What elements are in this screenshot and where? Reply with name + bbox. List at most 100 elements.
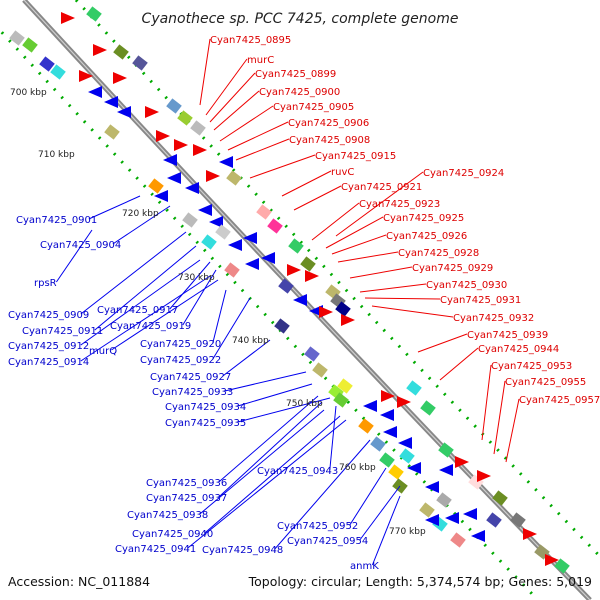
forward-label-leader — [505, 398, 520, 463]
gene-box — [166, 98, 182, 114]
reverse-label-leader — [55, 229, 93, 283]
forward-gene-arrow — [455, 456, 469, 468]
forward-gene-label: Cyan7425_0932 — [453, 313, 534, 324]
reverse-gene-arrow — [363, 400, 377, 412]
gene-box — [468, 474, 484, 490]
reverse-gene-label: Cyan7425_0904 — [40, 240, 121, 251]
forward-label-leader — [293, 185, 342, 211]
reverse-gene-arrow — [88, 86, 102, 98]
reverse-label-leader — [237, 397, 331, 423]
forward-label-leader — [281, 170, 332, 197]
reverse-gene-label: Cyan7425_0920 — [140, 339, 221, 350]
reverse-label-leader — [204, 415, 341, 534]
forward-gene-arrow — [341, 314, 355, 326]
gene-box — [215, 224, 231, 240]
reverse-gene-arrow — [380, 409, 394, 421]
forward-gene-arrow — [477, 470, 491, 482]
gene-box — [436, 492, 452, 508]
reverse-label-leader — [329, 405, 337, 471]
forward-gene-label: Cyan7425_0928 — [398, 248, 479, 259]
reverse-gene-arrow — [209, 216, 223, 228]
reverse-label-leader — [349, 467, 387, 526]
gene-box — [9, 30, 25, 46]
forward-gene-label: Cyan7425_0953 — [491, 361, 572, 372]
forward-gene-label: Cyan7425_0939 — [467, 330, 548, 341]
reverse-gene-label: Cyan7425_0934 — [165, 402, 246, 413]
reverse-gene-arrow — [228, 239, 242, 251]
gene-box — [358, 418, 374, 434]
reverse-gene-arrow — [243, 232, 257, 244]
forward-gene-labels: Cyan7425_0895murCCyan7425_0899Cyan7425_0… — [210, 35, 600, 406]
forward-gene-label: Cyan7425_0908 — [289, 135, 370, 146]
forward-label-leader — [205, 58, 248, 116]
kbp-tick-label: 770 kbp — [389, 527, 426, 537]
reverse-gene-label: murQ — [89, 346, 117, 357]
reverse-gene-label: Cyan7425_0935 — [165, 418, 246, 429]
reverse-label-leader — [199, 409, 325, 515]
forward-gene-label: Cyan7425_0929 — [412, 263, 493, 274]
reverse-label-leader — [80, 231, 187, 315]
forward-gene-label: Cyan7425_0899 — [255, 69, 336, 80]
forward-gene-label: Cyan7425_0925 — [383, 213, 464, 224]
forward-gene-arrow — [381, 390, 395, 402]
forward-gene-label: Cyan7425_0905 — [273, 102, 354, 113]
gene-box — [113, 44, 129, 60]
reverse-gene-label: Cyan7425_0919 — [110, 321, 191, 332]
forward-gene-label: Cyan7425_0921 — [341, 182, 422, 193]
reverse-gene-arrow — [261, 252, 275, 264]
reverse-label-leader — [94, 245, 197, 331]
forward-gene-label: Cyan7425_0915 — [315, 151, 396, 162]
forward-label-leader — [325, 216, 384, 249]
forward-label-leader — [364, 297, 441, 300]
forward-gene-arrow — [193, 144, 207, 156]
forward-gene-arrow — [174, 139, 188, 151]
forward-gene-arrow — [206, 170, 220, 182]
reverse-label-leader — [237, 383, 313, 407]
gene-box — [201, 234, 217, 250]
forward-gene-arrow — [113, 72, 127, 84]
forward-gene-arrow — [93, 44, 107, 56]
reverse-label-leader — [182, 269, 217, 326]
gene-box — [226, 170, 242, 186]
forward-gene-label: ruvC — [331, 167, 354, 178]
gene-box — [337, 378, 353, 394]
reverse-gene-label: Cyan7425_0917 — [97, 305, 178, 316]
reverse-gene-arrow — [219, 156, 233, 168]
map-title: Cyanothece sp. PCC 7425, complete genome — [142, 11, 459, 27]
reverse-label-leader — [224, 371, 307, 392]
genome-stats-text: Topology: circular; Length: 5,374,574 bp… — [248, 574, 592, 589]
kbp-tick-label: 720 kbp — [122, 209, 159, 219]
reverse-gene-arrow — [167, 172, 181, 184]
forward-label-leader — [359, 283, 427, 293]
gene-box — [224, 262, 240, 278]
reverse-gene-label: Cyan7425_0914 — [8, 357, 89, 368]
gene-box — [379, 452, 395, 468]
forward-gene-arrow — [319, 306, 333, 318]
kbp-tick-label: 760 kbp — [339, 463, 376, 473]
reverse-gene-arrow — [425, 481, 439, 493]
forward-label-leader — [481, 364, 492, 441]
forward-label-leader — [227, 121, 289, 151]
forward-label-leader — [331, 234, 387, 255]
reverse-gene-label: Cyan7425_0940 — [132, 529, 213, 540]
forward-label-leader — [371, 305, 454, 318]
reverse-gene-label: Cyan7425_0927 — [150, 372, 231, 383]
reverse-gene-arrow — [398, 437, 412, 449]
gene-box — [22, 37, 38, 53]
reverse-gene-label: Cyan7425_0941 — [115, 544, 196, 555]
gene-box — [335, 301, 351, 317]
gene-box — [267, 218, 283, 234]
forward-gene-arrow — [545, 554, 559, 566]
reverse-gene-arrow — [185, 182, 199, 194]
kbp-tick-label: 700 kbp — [10, 88, 47, 98]
forward-label-leader — [335, 171, 424, 237]
forward-gene-arrow — [523, 528, 537, 540]
gene-box — [278, 278, 294, 294]
gene-box — [450, 532, 466, 548]
reverse-gene-label: Cyan7425_0909 — [8, 310, 89, 321]
reverse-gene-label: Cyan7425_0938 — [127, 510, 208, 521]
forward-gene-label: Cyan7425_0931 — [440, 295, 521, 306]
reverse-label-leader — [212, 289, 227, 344]
gene-box — [554, 558, 570, 574]
gene-box — [492, 490, 508, 506]
